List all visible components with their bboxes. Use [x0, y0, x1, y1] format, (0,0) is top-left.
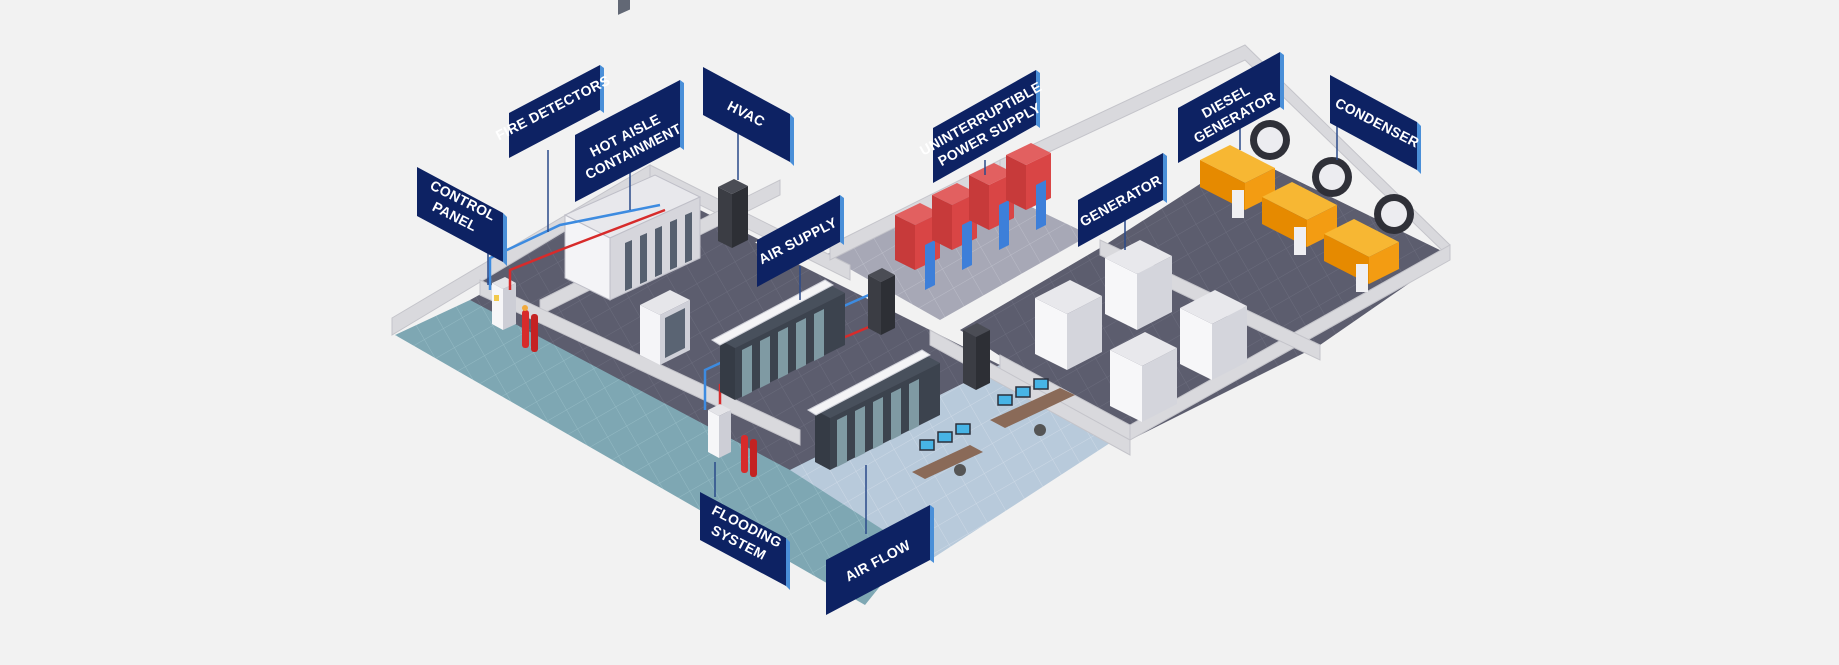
server-rack-small — [640, 290, 690, 365]
generator-1 — [1035, 280, 1102, 370]
control-desks — [912, 378, 1075, 479]
diesel-generator-2 — [1262, 157, 1352, 255]
ups-units — [895, 143, 1051, 290]
server-rows — [711, 279, 940, 470]
label-hvac: HVAC — [703, 67, 794, 166]
generator-2 — [1105, 240, 1172, 330]
dark-cabinets — [868, 268, 990, 390]
diesel-generator-3 — [1324, 194, 1414, 292]
flooding-system-cabinet — [708, 404, 757, 477]
label-condenser: CONDENSER — [1330, 75, 1422, 174]
generator-3 — [1110, 332, 1177, 422]
generator-units — [1035, 240, 1247, 422]
hvac-unit — [718, 179, 748, 248]
diesel-generators — [1200, 120, 1414, 292]
control-panel-cabinet — [492, 277, 516, 330]
generator-4 — [1180, 290, 1247, 380]
label-control-panel: CONTROL PANEL — [417, 167, 507, 266]
air-ducts — [711, 279, 932, 416]
ups-unit-4 — [1006, 143, 1051, 230]
diesel-generator-1 — [1200, 120, 1290, 218]
floor-water-zone — [395, 300, 940, 605]
fire-extinguisher-cylinders-left — [522, 305, 538, 352]
